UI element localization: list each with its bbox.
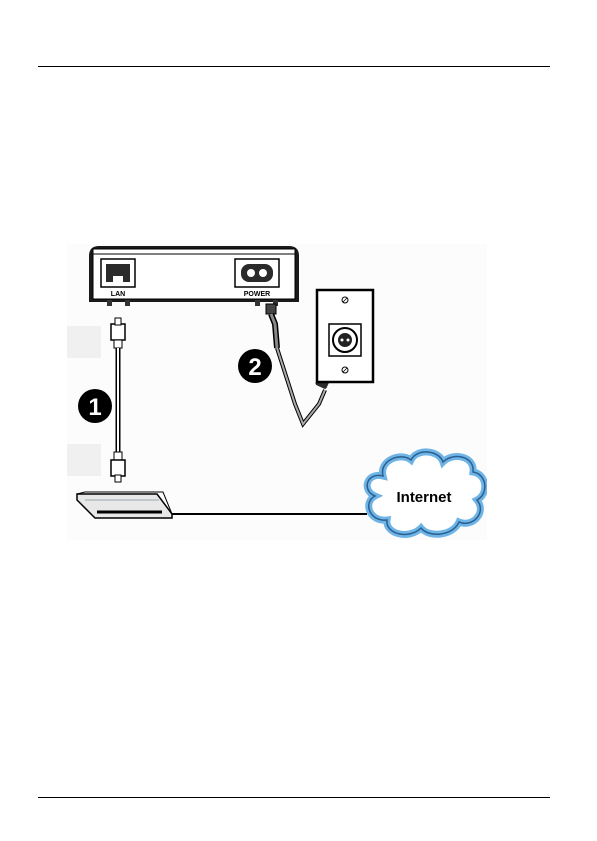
connection-diagram: LAN POWER 1 2 <box>67 244 487 540</box>
step-1-badge: 1 <box>78 389 112 423</box>
power-label: POWER <box>244 291 270 298</box>
header-rule <box>38 66 550 67</box>
footer-rule <box>38 797 550 798</box>
lan-port <box>101 259 135 287</box>
step-2-number: 2 <box>248 354 261 381</box>
step-2-badge: 2 <box>238 349 272 383</box>
wall-outlet <box>317 290 373 382</box>
internet-cloud: Internet <box>367 452 485 534</box>
lan-label: LAN <box>111 291 125 298</box>
internet-label: Internet <box>396 489 451 506</box>
step-1-number: 1 <box>88 394 101 421</box>
device-rear-panel: LAN POWER <box>89 246 299 306</box>
power-port <box>235 259 279 287</box>
modem-device <box>77 492 172 518</box>
